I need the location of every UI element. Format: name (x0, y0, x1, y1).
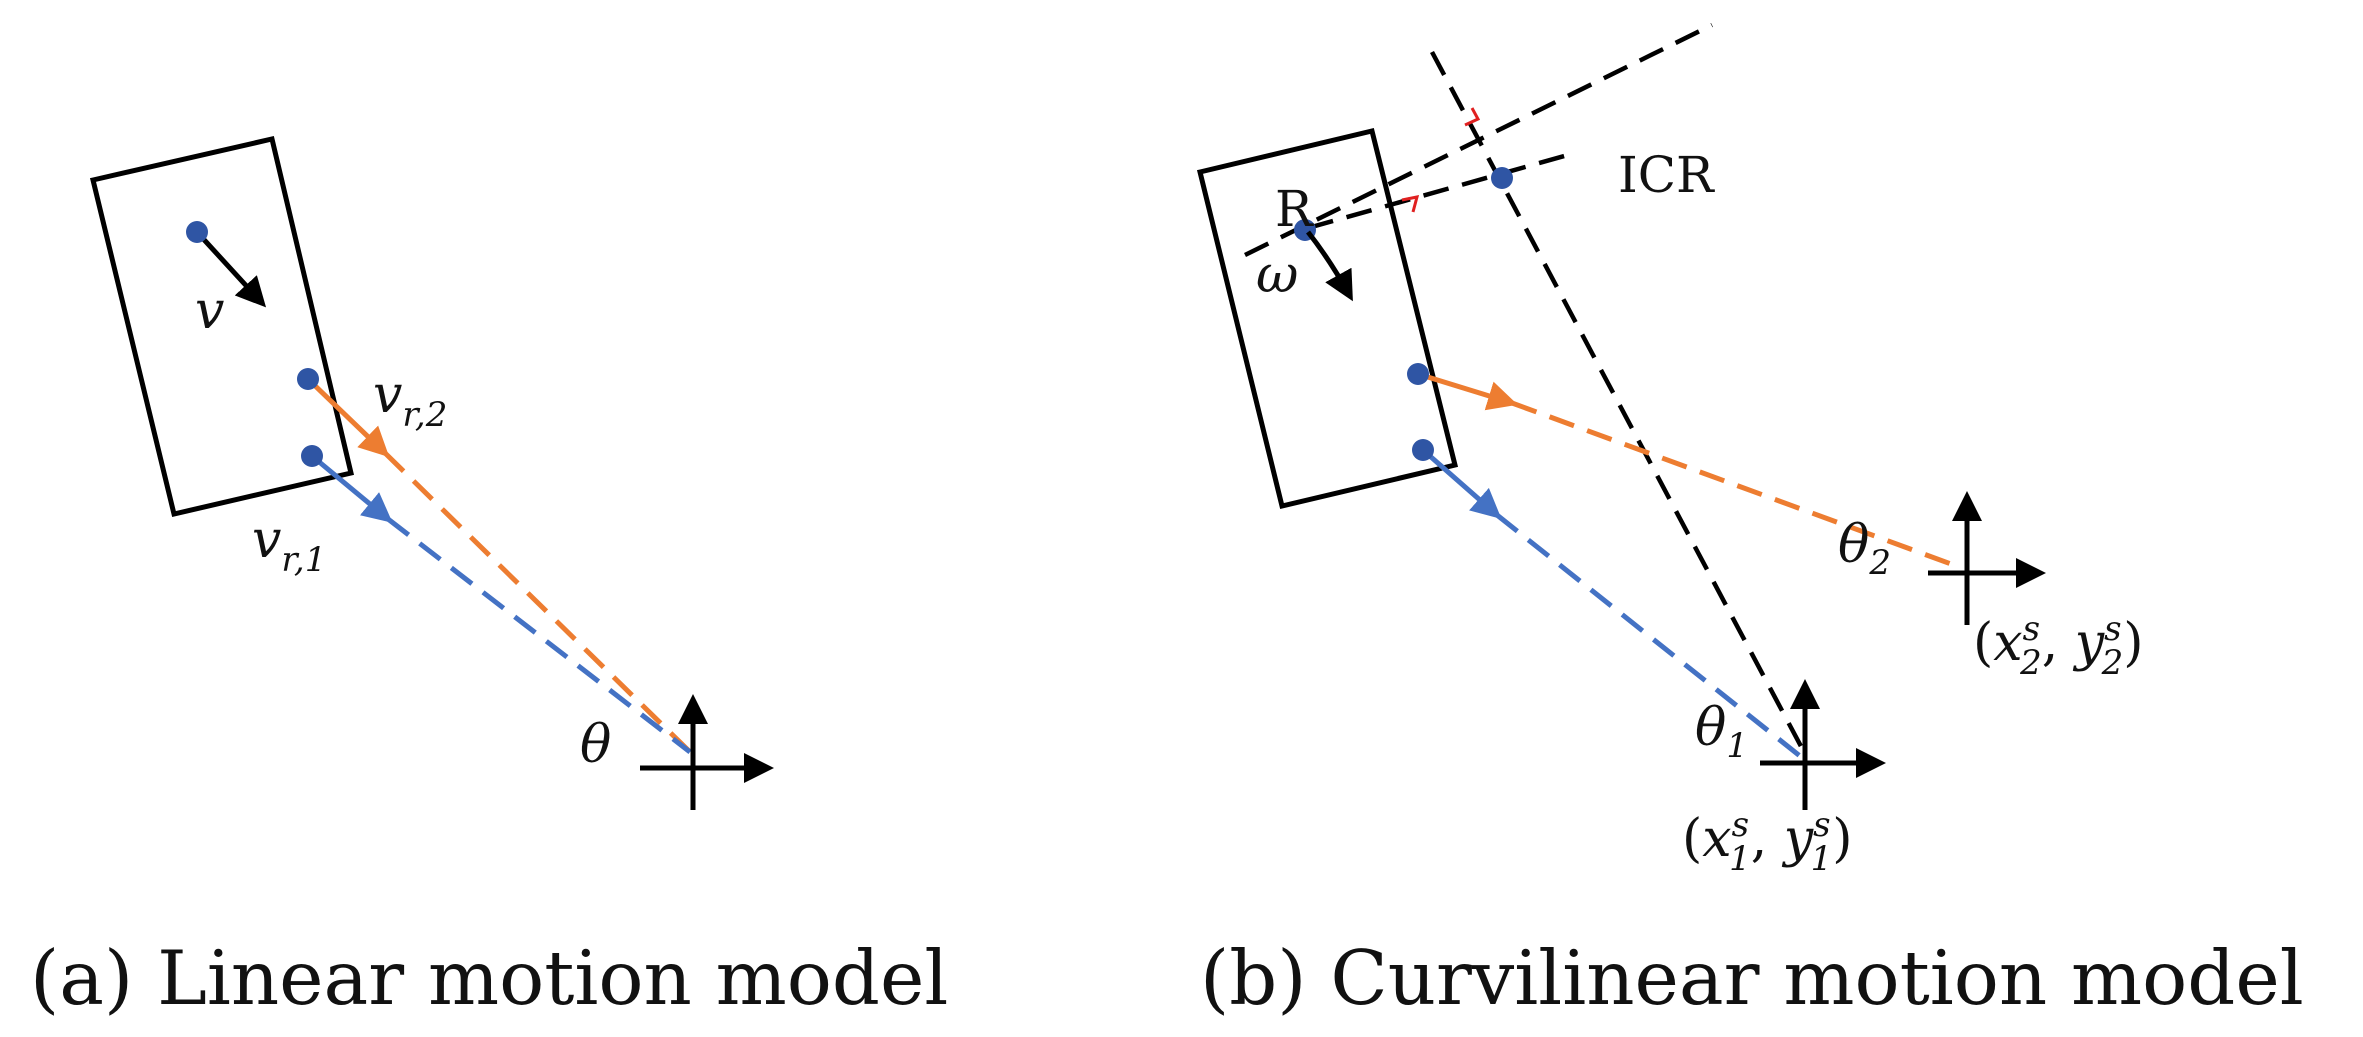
panel-b-caption: (b) Curvilinear motion model (1200, 934, 2304, 1022)
radial-velocity-2-label: vr,2 (373, 365, 447, 435)
sensor-2-frame-axes (1928, 491, 2046, 625)
radar-point-2 (297, 368, 319, 390)
icr-label: ICR (1618, 146, 1715, 204)
theta-2-label: θ2 (1838, 515, 1891, 583)
radar-point-1 (1412, 439, 1434, 461)
vehicle-box (1196, 127, 1459, 510)
ray-2-dashed (383, 451, 692, 754)
ray-1-dashed (386, 517, 692, 754)
right-angle-marker-top (1464, 107, 1481, 127)
sensor-frame-axes (640, 694, 774, 810)
ray-2-dashed (1511, 400, 1963, 571)
panel-a: v vr,2 vr,1 θ (a) Linear motion model (30, 136, 948, 1022)
right-angle-marker-bottom (1401, 195, 1420, 213)
radial-velocity-2-arrow (306, 377, 390, 458)
perpendicular-line (1430, 50, 1806, 754)
theta-label: θ (580, 715, 611, 775)
ray-1-dashed (1495, 513, 1807, 762)
radial-velocity-1-arrow (310, 454, 393, 523)
radial-velocity-2-arrow (1417, 371, 1518, 411)
icr-line (1307, 150, 1576, 231)
reference-point (186, 221, 208, 243)
vehicle-box (89, 136, 355, 517)
sensor-1-frame-axes (1760, 679, 1886, 810)
radar-point-2 (1407, 363, 1429, 385)
icr-point (1491, 167, 1513, 189)
velocity-label: v (195, 281, 224, 341)
radial-velocity-1-label: vr,1 (252, 510, 326, 580)
r-label: R (1275, 180, 1314, 238)
radial-velocity-1-arrow (1421, 448, 1502, 519)
velocity-arrow (195, 230, 267, 308)
panel-a-caption: (a) Linear motion model (30, 934, 948, 1022)
omega-label: ω (1256, 245, 1298, 305)
angular-velocity-arrow (1306, 230, 1353, 302)
theta-1-label: θ1 (1695, 698, 1748, 766)
radar-point-1 (301, 445, 323, 467)
